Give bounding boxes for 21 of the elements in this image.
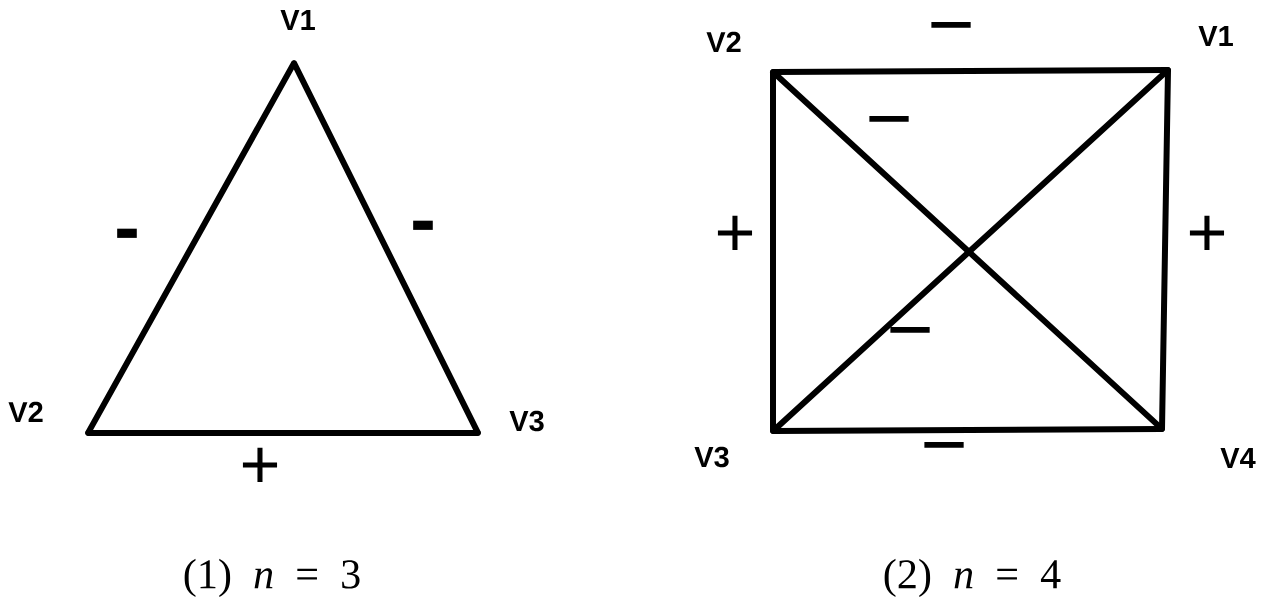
vertex-label: V2 — [8, 401, 43, 423]
edge-label: − — [924, 442, 964, 448]
edge-label: − — [890, 327, 930, 333]
vertex-label: V4 — [1220, 448, 1256, 468]
caption: (2) n = 4 — [884, 558, 1061, 598]
edge-label: - — [117, 228, 137, 238]
caption: (1) n = 3 — [184, 558, 360, 598]
vertex-label: V1 — [280, 10, 315, 30]
edge-label: + — [717, 215, 753, 251]
vertex-label: V3 — [694, 446, 729, 468]
vertex-label: V1 — [1198, 26, 1233, 46]
edge-label: + — [1189, 215, 1225, 251]
edge-line — [770, 426, 1165, 434]
vertex-label: V2 — [706, 31, 741, 53]
edge-label: − — [869, 116, 909, 122]
edge-label: − — [931, 22, 971, 28]
edge-label: - — [413, 220, 433, 230]
vertex-label: V3 — [509, 410, 544, 432]
edge-label: + — [242, 447, 278, 483]
edge-line — [770, 67, 1171, 75]
edge-line — [85, 430, 481, 436]
